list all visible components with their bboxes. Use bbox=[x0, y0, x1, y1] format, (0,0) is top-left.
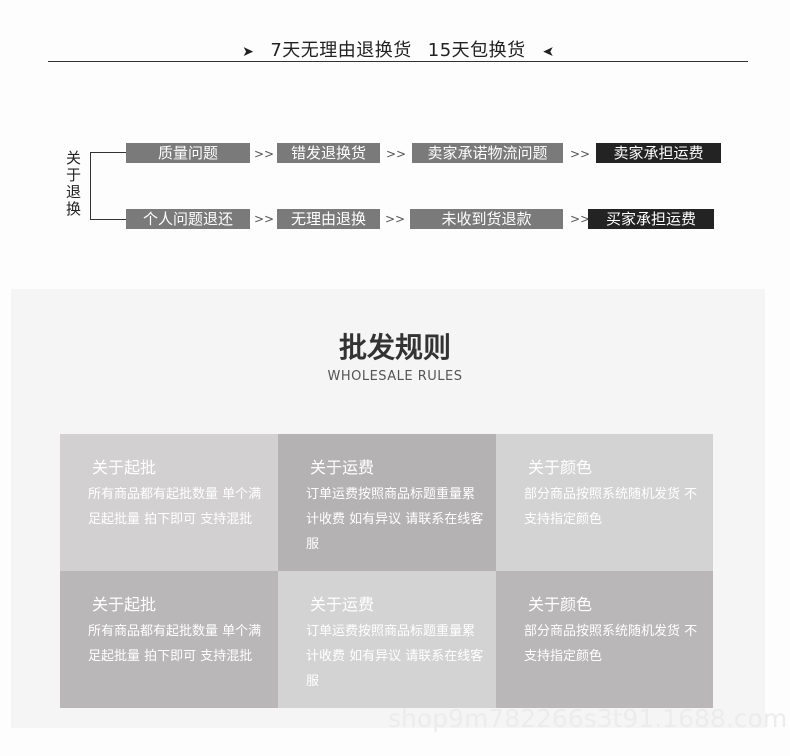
separator: >> bbox=[254, 147, 275, 161]
rule-body: 所有商品都有起批数量 单个满足起批量 拍下即可 支持混批 bbox=[88, 487, 262, 527]
divider bbox=[48, 61, 748, 62]
separator: >> bbox=[385, 212, 406, 226]
bracket bbox=[90, 152, 127, 220]
rule-card: 关于颜色部分商品按照系统随机发货 不支持指定颜色 bbox=[496, 434, 713, 571]
rule-card: 关于颜色部分商品按照系统随机发货 不支持指定颜色 bbox=[496, 571, 713, 708]
flow-box: 未收到货退款 bbox=[410, 209, 563, 229]
rule-title: 关于颜色 bbox=[528, 458, 593, 477]
separator: >> bbox=[570, 212, 591, 226]
rule-body: 部分商品按照系统随机发货 不支持指定颜色 bbox=[524, 624, 698, 664]
policy-15day: 15天包换货 bbox=[427, 40, 526, 61]
rule-body: 部分商品按照系统随机发货 不支持指定颜色 bbox=[524, 487, 698, 527]
separator: >> bbox=[386, 147, 407, 161]
rule-title: 关于运费 bbox=[310, 595, 375, 614]
rule-body: 所有商品都有起批数量 单个满足起批量 拍下即可 支持混批 bbox=[88, 624, 262, 664]
rule-card: 关于起批所有商品都有起批数量 单个满足起批量 拍下即可 支持混批 bbox=[60, 571, 278, 708]
rule-body: 订单运费按照商品标题重量累计收费 如有异议 请联系在线客服 bbox=[306, 487, 484, 552]
flow-box: 质量问题 bbox=[126, 143, 250, 163]
rule-title: 关于起批 bbox=[92, 595, 157, 614]
returns-label: 关于退换 bbox=[66, 149, 82, 218]
arrow-left-icon: ➤ bbox=[541, 44, 554, 60]
rule-title: 关于颜色 bbox=[528, 595, 593, 614]
flow-box-result: 卖家承担运费 bbox=[596, 143, 721, 163]
watermark: shop9m782266s3t91.1688.com bbox=[388, 704, 788, 733]
rule-card: 关于运费订单运费按照商品标题重量累计收费 如有异议 请联系在线客服 bbox=[278, 434, 496, 571]
separator: >> bbox=[254, 212, 275, 226]
rule-title: 关于运费 bbox=[310, 458, 375, 477]
rule-body: 订单运费按照商品标题重量累计收费 如有异议 请联系在线客服 bbox=[306, 624, 484, 689]
flow-box: 个人问题退还 bbox=[126, 209, 250, 229]
section-title: 批发规则 bbox=[338, 331, 451, 364]
rule-card: 关于运费订单运费按照商品标题重量累计收费 如有异议 请联系在线客服 bbox=[278, 571, 496, 708]
flow-box-result: 买家承担运费 bbox=[588, 209, 714, 229]
policy-7day: 7天无理由退换货 bbox=[270, 40, 412, 61]
flow-box: 无理由退换 bbox=[277, 209, 380, 229]
return-policy-banner: ➤ 7天无理由退换货 15天包换货 ➤ bbox=[0, 36, 790, 62]
rules-grid: 关于起批所有商品都有起批数量 单个满足起批量 拍下即可 支持混批 关于运费订单运… bbox=[60, 434, 713, 708]
rule-title: 关于起批 bbox=[92, 458, 157, 477]
flow-box: 卖家承诺物流问题 bbox=[412, 143, 563, 163]
rule-card: 关于起批所有商品都有起批数量 单个满足起批量 拍下即可 支持混批 bbox=[60, 434, 278, 571]
section-subtitle: WHOLESALE RULES bbox=[327, 369, 463, 384]
flow-box: 错发退换货 bbox=[277, 143, 380, 163]
arrow-right-icon: ➤ bbox=[242, 44, 255, 60]
separator: >> bbox=[570, 147, 591, 161]
